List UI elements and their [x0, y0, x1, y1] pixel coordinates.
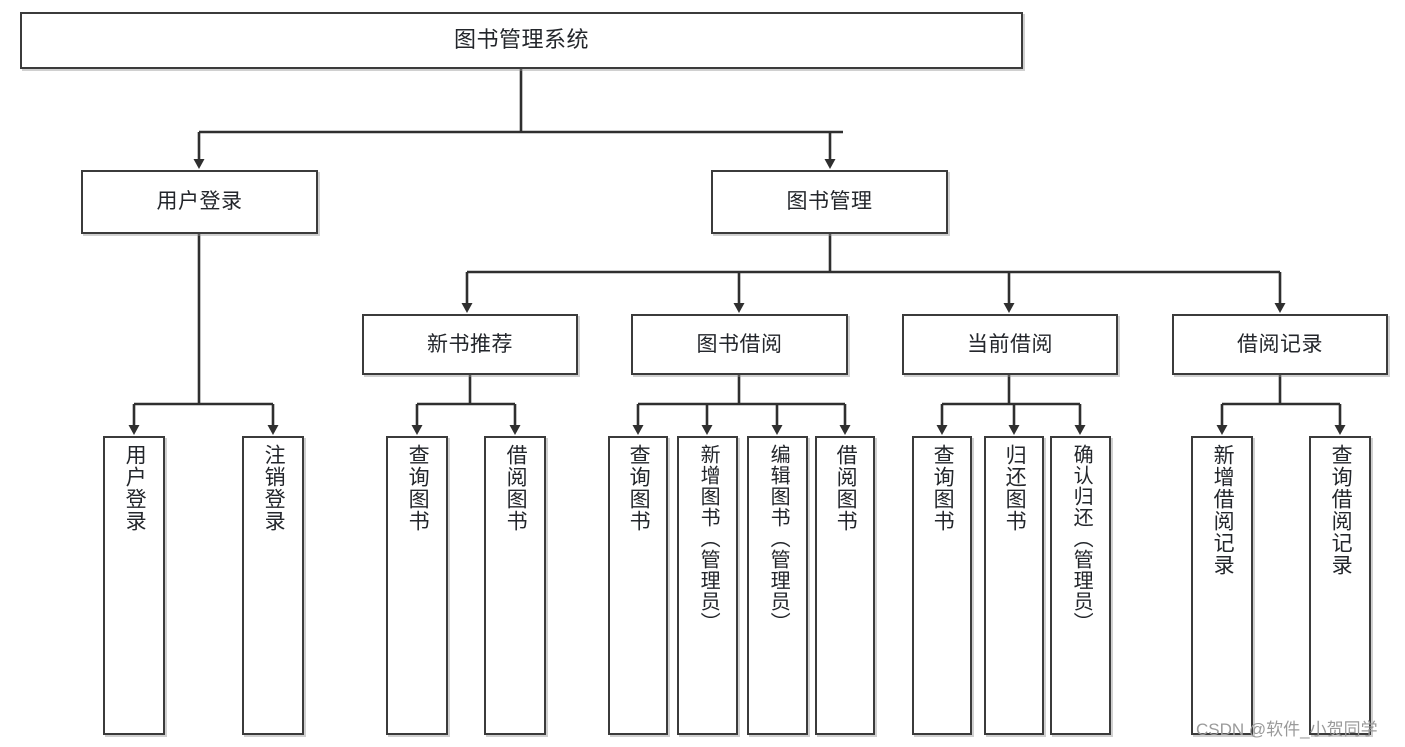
node-new-book-recommend[interactable]: 新书推荐: [362, 314, 578, 375]
node-leaf-query-record-label: 查询借阅记录: [1329, 444, 1353, 576]
node-borrow-record-label: 借阅记录: [1237, 332, 1323, 356]
node-leaf-add-record[interactable]: 新增借阅记录: [1191, 436, 1253, 735]
node-leaf-confirm-return[interactable]: 确认归还（管理员）: [1050, 436, 1111, 735]
node-book-borrow[interactable]: 图书借阅: [631, 314, 848, 375]
node-leaf-query-book-3[interactable]: 查询图书: [912, 436, 972, 735]
node-current-borrow[interactable]: 当前借阅: [902, 314, 1118, 375]
node-leaf-add-book[interactable]: 新增图书（管理员）: [677, 436, 738, 735]
node-leaf-borrow-book-2[interactable]: 借阅图书: [815, 436, 875, 735]
node-current-borrow-label: 当前借阅: [967, 332, 1053, 356]
node-leaf-user-login-label: 用户登录: [123, 444, 147, 532]
node-leaf-confirm-return-label: 确认归还（管理员）: [1070, 444, 1093, 633]
csdn-watermark: CSDN @软件_小贺同学: [1196, 720, 1378, 739]
node-leaf-logout[interactable]: 注销登录: [242, 436, 304, 735]
node-root[interactable]: 图书管理系统: [20, 12, 1023, 69]
node-leaf-borrow-book-1[interactable]: 借阅图书: [484, 436, 546, 735]
node-leaf-user-login[interactable]: 用户登录: [103, 436, 165, 735]
node-leaf-query-record[interactable]: 查询借阅记录: [1309, 436, 1371, 735]
node-leaf-return-book-label: 归还图书: [1003, 444, 1027, 532]
node-leaf-borrow-book-2-label: 借阅图书: [834, 444, 858, 532]
node-leaf-add-record-label: 新增借阅记录: [1211, 444, 1235, 576]
node-leaf-borrow-book-1-label: 借阅图书: [504, 444, 528, 532]
node-borrow-record[interactable]: 借阅记录: [1172, 314, 1388, 375]
node-leaf-edit-book[interactable]: 编辑图书（管理员）: [747, 436, 808, 735]
node-user-login-label: 用户登录: [156, 190, 243, 214]
node-leaf-query-book-2[interactable]: 查询图书: [608, 436, 668, 735]
node-leaf-logout-label: 注销登录: [262, 444, 286, 532]
node-leaf-query-book-2-label: 查询图书: [627, 444, 651, 532]
node-leaf-add-book-label: 新增图书（管理员）: [697, 444, 720, 633]
node-user-login[interactable]: 用户登录: [81, 170, 318, 234]
node-root-label: 图书管理系统: [453, 27, 589, 53]
node-new-book-recommend-label: 新书推荐: [427, 332, 513, 356]
node-leaf-return-book[interactable]: 归还图书: [984, 436, 1044, 735]
node-leaf-query-book-1-label: 查询图书: [406, 444, 430, 532]
node-leaf-query-book-3-label: 查询图书: [931, 444, 955, 532]
node-leaf-edit-book-label: 编辑图书（管理员）: [767, 444, 790, 633]
node-book-manage[interactable]: 图书管理: [711, 170, 948, 234]
node-book-borrow-label: 图书借阅: [696, 332, 783, 356]
node-book-manage-label: 图书管理: [786, 190, 873, 214]
node-leaf-query-book-1[interactable]: 查询图书: [386, 436, 448, 735]
